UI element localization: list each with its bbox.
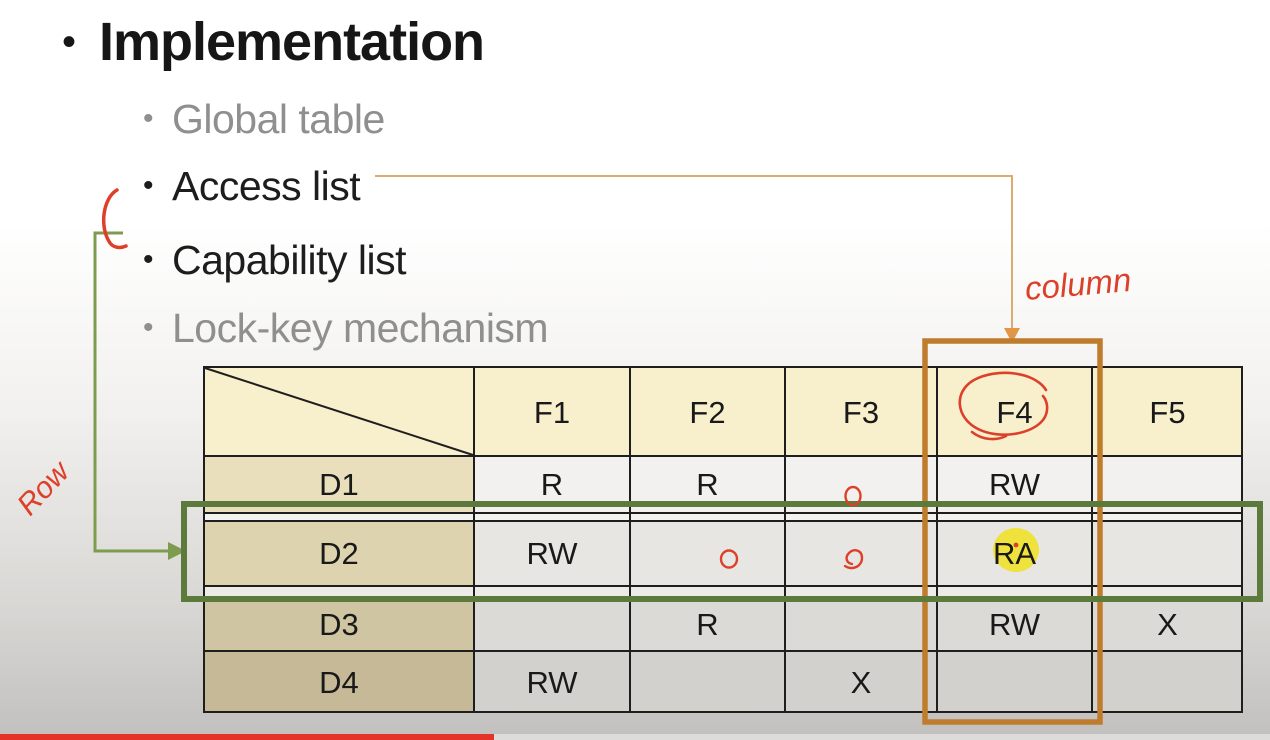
bullet-icon: •: [142, 243, 154, 276]
bullet-label: Capability list: [172, 236, 407, 283]
bullet-label: Access list: [172, 162, 361, 209]
row-header-d2: D2: [319, 536, 359, 571]
green-arrowhead-icon: [168, 542, 186, 560]
bullet-item-capability-list: • Capability list: [137, 232, 407, 288]
cell-d1-f1: R: [541, 467, 563, 502]
video-progress-played: [0, 734, 494, 740]
cell-d2-f1: RW: [526, 536, 578, 571]
column-handwriting: column: [1023, 261, 1132, 307]
access-matrix-table: F1 F2 F3 F4 F5 D1 D2 D3 D4 R R RW RW RA …: [203, 366, 1243, 713]
bullet-icon: •: [61, 19, 76, 64]
row-header-d1: D1: [319, 467, 359, 502]
cell-d2-f4: RA: [993, 536, 1036, 571]
bullet-item-access-list: • Access list: [137, 158, 361, 214]
row-handwriting: Row: [11, 454, 78, 522]
col-header-f4: F4: [996, 395, 1032, 430]
col-header-f2: F2: [689, 395, 725, 430]
cell-d1-f4: RW: [989, 467, 1041, 502]
bullet-icon: •: [142, 169, 154, 202]
row-header-d4: D4: [319, 665, 359, 700]
bullet-label: Lock-key mechanism: [172, 304, 549, 351]
bullet-icon: •: [142, 311, 154, 344]
bullet-icon: •: [142, 102, 154, 135]
cell-d3-f4: RW: [989, 607, 1041, 642]
cell-d3-f5: X: [1157, 607, 1178, 642]
red-paren-annotation: [102, 188, 128, 250]
row-header-d3: D3: [319, 607, 359, 642]
cell-d1-f2: R: [696, 467, 718, 502]
bullet-item-lock-key: • Lock-key mechanism: [137, 300, 549, 356]
col-header-f5: F5: [1149, 395, 1185, 430]
col-header-f1: F1: [534, 395, 570, 430]
heading-row: • Implementation: [55, 6, 485, 78]
cell-d4-f1: RW: [526, 665, 578, 700]
corner-diagonal-line: [204, 367, 474, 456]
video-progress-bar[interactable]: [0, 734, 1270, 740]
cell-d3-f2: R: [696, 607, 718, 642]
cell-d4-f3: X: [851, 665, 872, 700]
bullet-label: Global table: [172, 95, 385, 142]
col-header-f3: F3: [843, 395, 879, 430]
orange-arrowhead-icon: [1004, 328, 1020, 343]
bullet-item-global-table: • Global table: [137, 91, 385, 147]
slide-heading: Implementation: [99, 12, 485, 72]
